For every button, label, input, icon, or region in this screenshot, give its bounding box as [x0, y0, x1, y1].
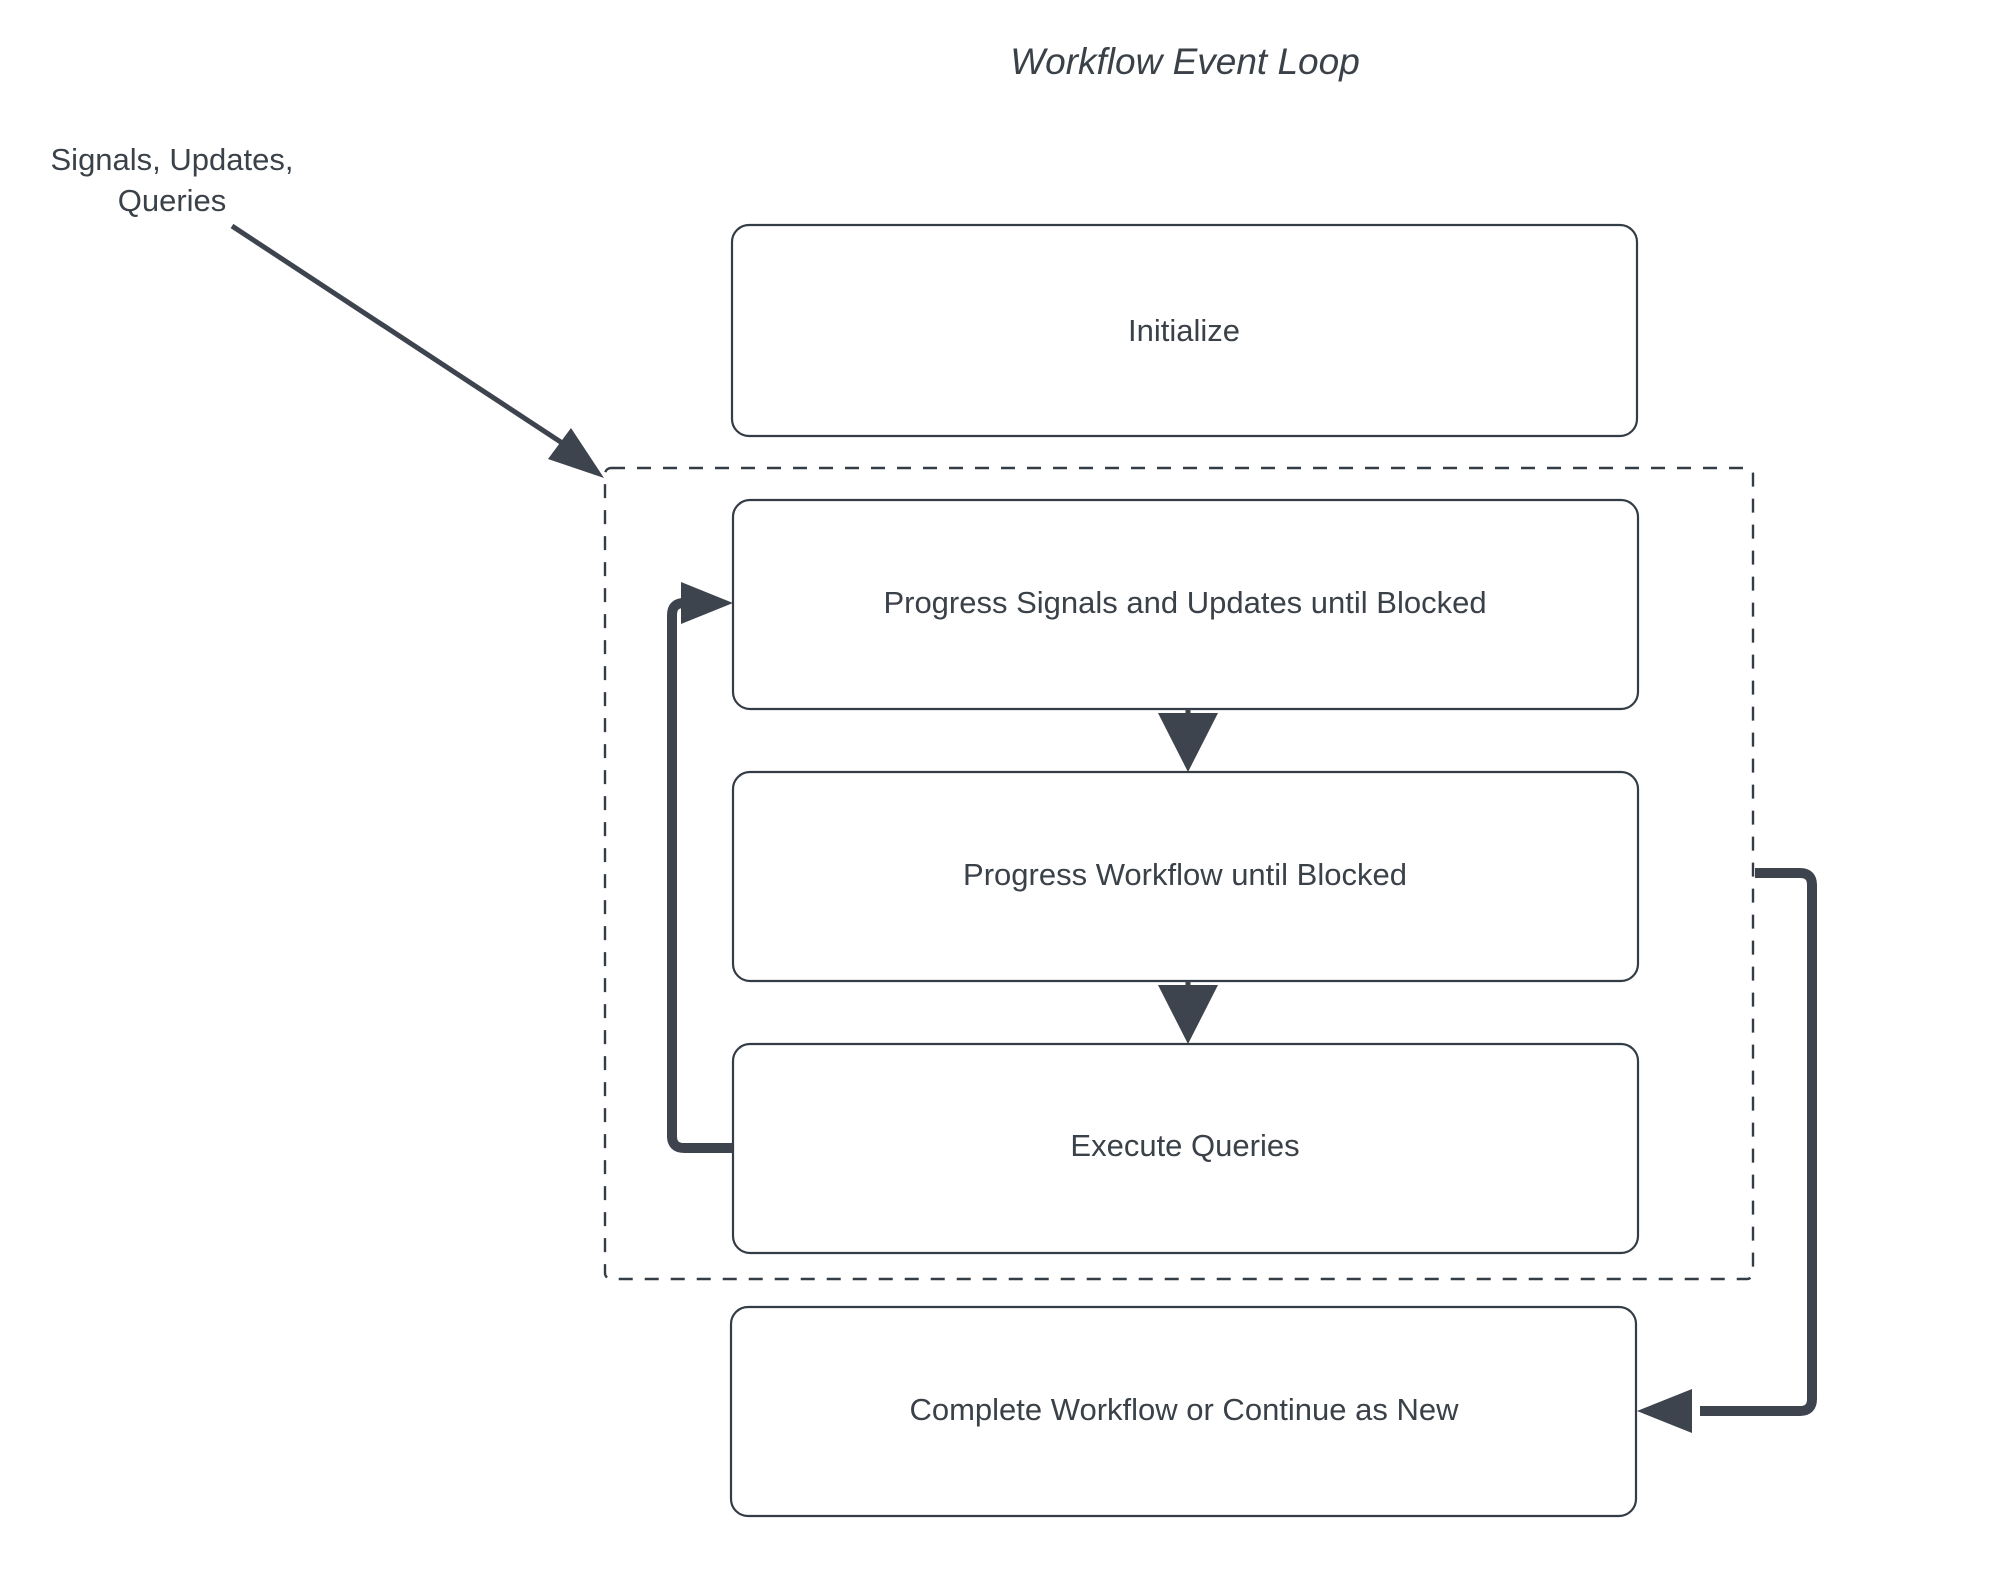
edge-signals-to-workflow-arrow-head: [1158, 713, 1218, 772]
external-input-arrow-line: [230, 223, 587, 461]
loop-exit-right-arrow-head: [1637, 1389, 1692, 1433]
page-title: Workflow Event Loop: [1010, 41, 1360, 82]
external-input-arrow-head: [548, 428, 604, 478]
feedback-loop-left-arrow-head: [681, 582, 733, 624]
edge-workflow-to-queries-arrow-head: [1158, 985, 1218, 1044]
node-progress-workflow-label: Progress Workflow until Blocked: [963, 857, 1407, 892]
node-initialize-label: Initialize: [1128, 313, 1240, 348]
external-input-label-line1: Signals, Updates,: [51, 142, 294, 177]
loop-exit-right-line: [1700, 868, 1817, 1416]
node-execute-queries-label: Execute Queries: [1070, 1128, 1299, 1163]
external-input-label-line2: Queries: [118, 183, 227, 218]
feedback-loop-left-line: [667, 598, 733, 1153]
node-progress-signals-label: Progress Signals and Updates until Block…: [883, 585, 1486, 620]
node-complete-workflow[interactable]: [729, 1305, 1638, 1518]
event-loop-group-container: [603, 466, 1755, 1281]
node-complete-workflow-label: Complete Workflow or Continue as New: [909, 1392, 1459, 1427]
node-initialize[interactable]: [730, 223, 1639, 438]
